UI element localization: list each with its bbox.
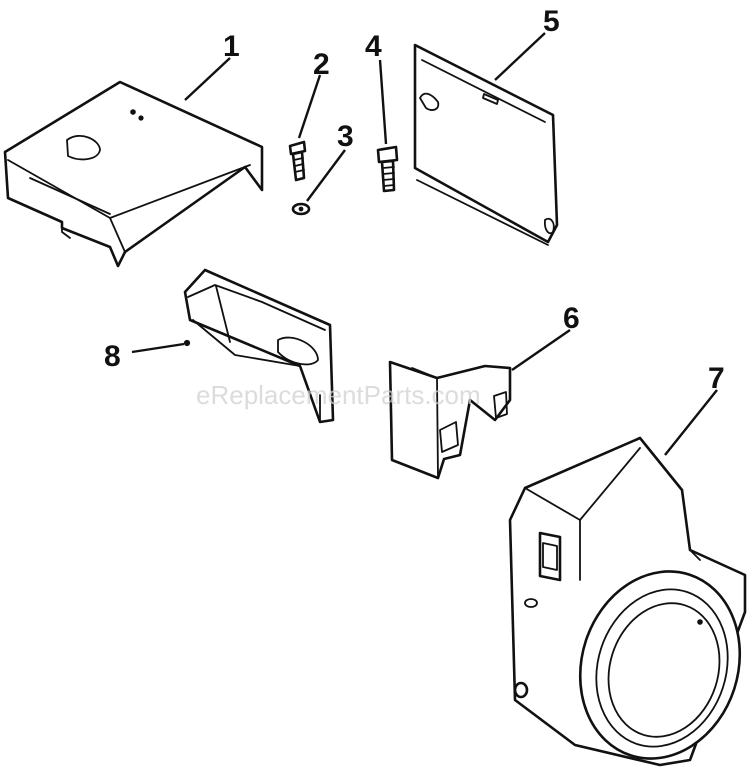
leader-3 [306,149,346,202]
part-7-blower-housing [508,436,747,767]
callout-labels: 1 2 3 4 5 6 7 8 [104,5,725,395]
callout-4: 4 [365,30,382,63]
callout-3: 3 [337,120,354,153]
leader-5 [494,32,546,81]
part-8-baffle [183,268,335,424]
part-1-cover [3,80,264,268]
leader-lines [131,32,718,456]
leader-2 [297,74,322,139]
leader-6 [511,329,571,371]
watermark: eReplacementParts.com [196,380,481,410]
part-6-baffle [388,360,512,480]
callout-8: 8 [104,340,121,373]
callout-2: 2 [313,48,330,81]
callout-1: 1 [223,30,240,63]
part-3-washer [291,202,311,216]
leader-8 [131,342,185,354]
part-4-screw [376,145,399,193]
leader-4 [378,59,388,145]
part-5-plate [413,43,559,246]
callout-5: 5 [543,5,560,38]
leader-7 [664,389,718,456]
part-2-screw [288,140,307,182]
callout-6: 6 [563,302,580,335]
callout-7: 7 [708,362,725,395]
leader-1 [184,57,231,101]
